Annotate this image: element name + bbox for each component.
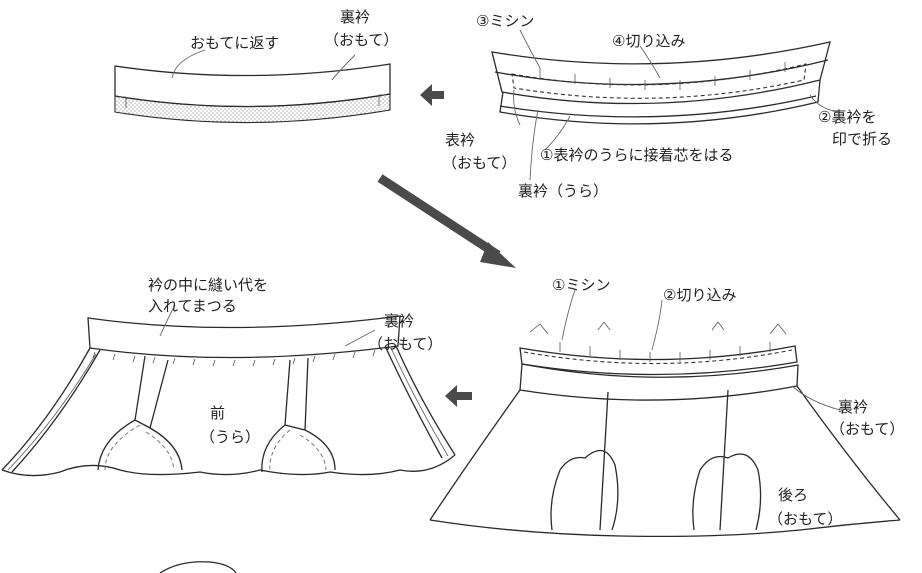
label-step4-clip: ④切り込み [612,32,685,50]
label-note-line1: 衿の中に縫い代を [148,276,268,294]
arrow-left-middle [445,385,472,407]
label-under-collar-right-side: （おもて） [368,335,442,353]
label-step1-interfacing: ①表衿のうらに接着芯をはる [540,146,733,164]
arrow-left-top [420,84,444,106]
label-back-right-side: （おもて） [768,510,842,528]
label-front: 前 [210,404,225,422]
label-step2-fold-line1: ②裏衿を [818,108,876,126]
label-under-collar: 裏衿 [340,8,370,26]
panel-turned-collar: おもてに返す 裏衿 （おもて） [114,8,398,124]
panel-sew-collar: ③ミシン ④切り込み ②裏衿を 印で折る 表衿 （おもて） ①表衿のうらに接着芯… [442,12,892,200]
label-step1-machine-stitch: ①ミシン [552,276,610,294]
label-under-collar-right-side: （おもて） [830,420,904,438]
label-top-collar-right-side: （おもて） [442,154,516,172]
label-under-collar: 裏衿 [838,398,868,416]
panel-finished-skirt: 衿の中に縫い代を 入れてまつる 裏衿 （おもて） 前 （うら） [1,276,456,477]
panel-attach-collar: ①ミシン ②切り込み 裏衿 （おもて） 後ろ （おもて） [429,276,904,538]
label-under-collar-wrong-side: 裏衿（うら） [518,182,608,200]
clip-marks [539,62,786,90]
label-under-collar: 裏衿 [384,312,414,330]
next-step-partial-shape [159,561,237,573]
label-back: 後ろ [778,486,808,504]
label-step3-machine-stitch: ③ミシン [476,12,534,30]
label-front-wrong-side: （うら） [200,428,260,446]
label-step2-clip: ②切り込み [663,286,736,304]
arrow-diagonal [377,174,516,268]
label-under-collar-right-side: （おもて） [324,31,398,49]
label-note-line2: 入れてまつる [148,297,237,315]
label-turn-right-side-out: おもてに返す [190,34,279,52]
label-top-collar: 表衿 [445,131,475,149]
label-step2-fold-line2: 印で折る [832,130,892,148]
